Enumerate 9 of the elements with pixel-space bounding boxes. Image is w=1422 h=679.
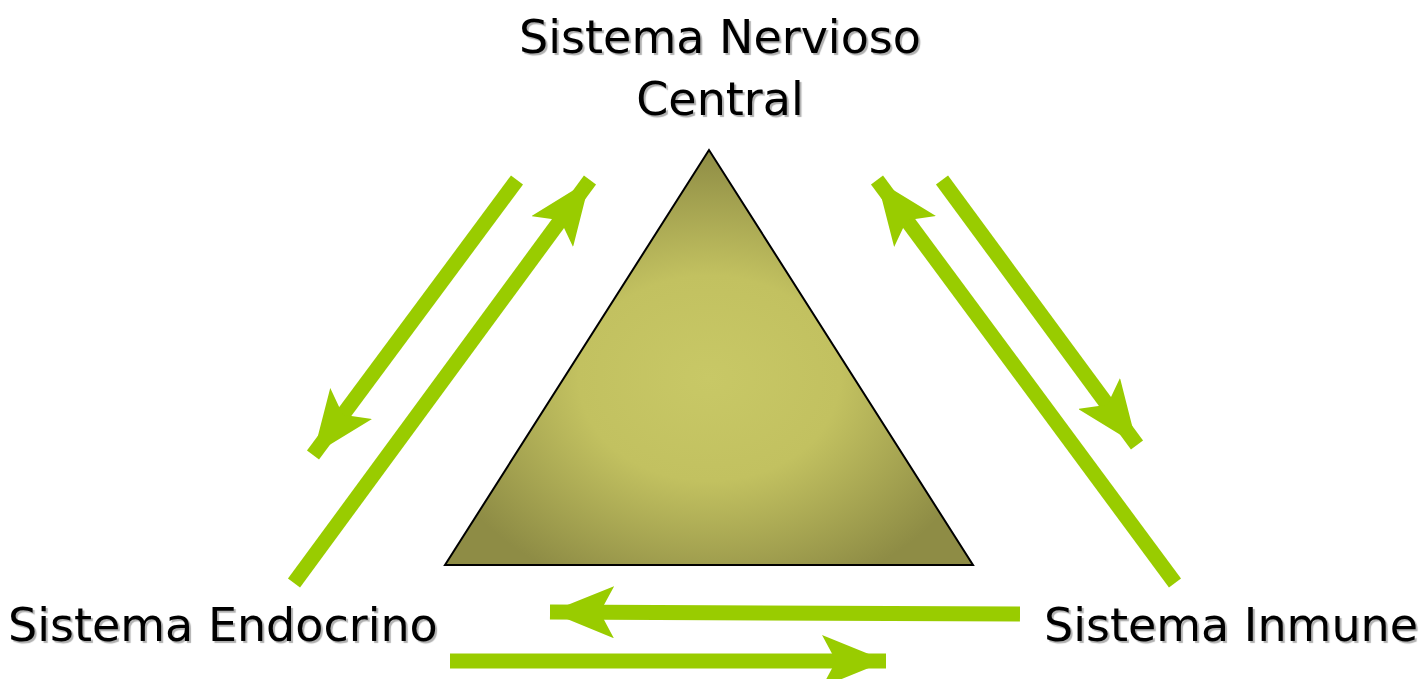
system-label: Sistema Endocrino [8,597,438,654]
arrow [307,175,523,460]
system-label: Sistema Nervioso Central [518,9,922,128]
arrow [870,175,1182,588]
arrow [549,586,1021,639]
system-label: Sistema Inmune [1043,597,1418,654]
arrow [287,175,597,588]
arrow [450,635,886,679]
arrow [935,175,1144,450]
